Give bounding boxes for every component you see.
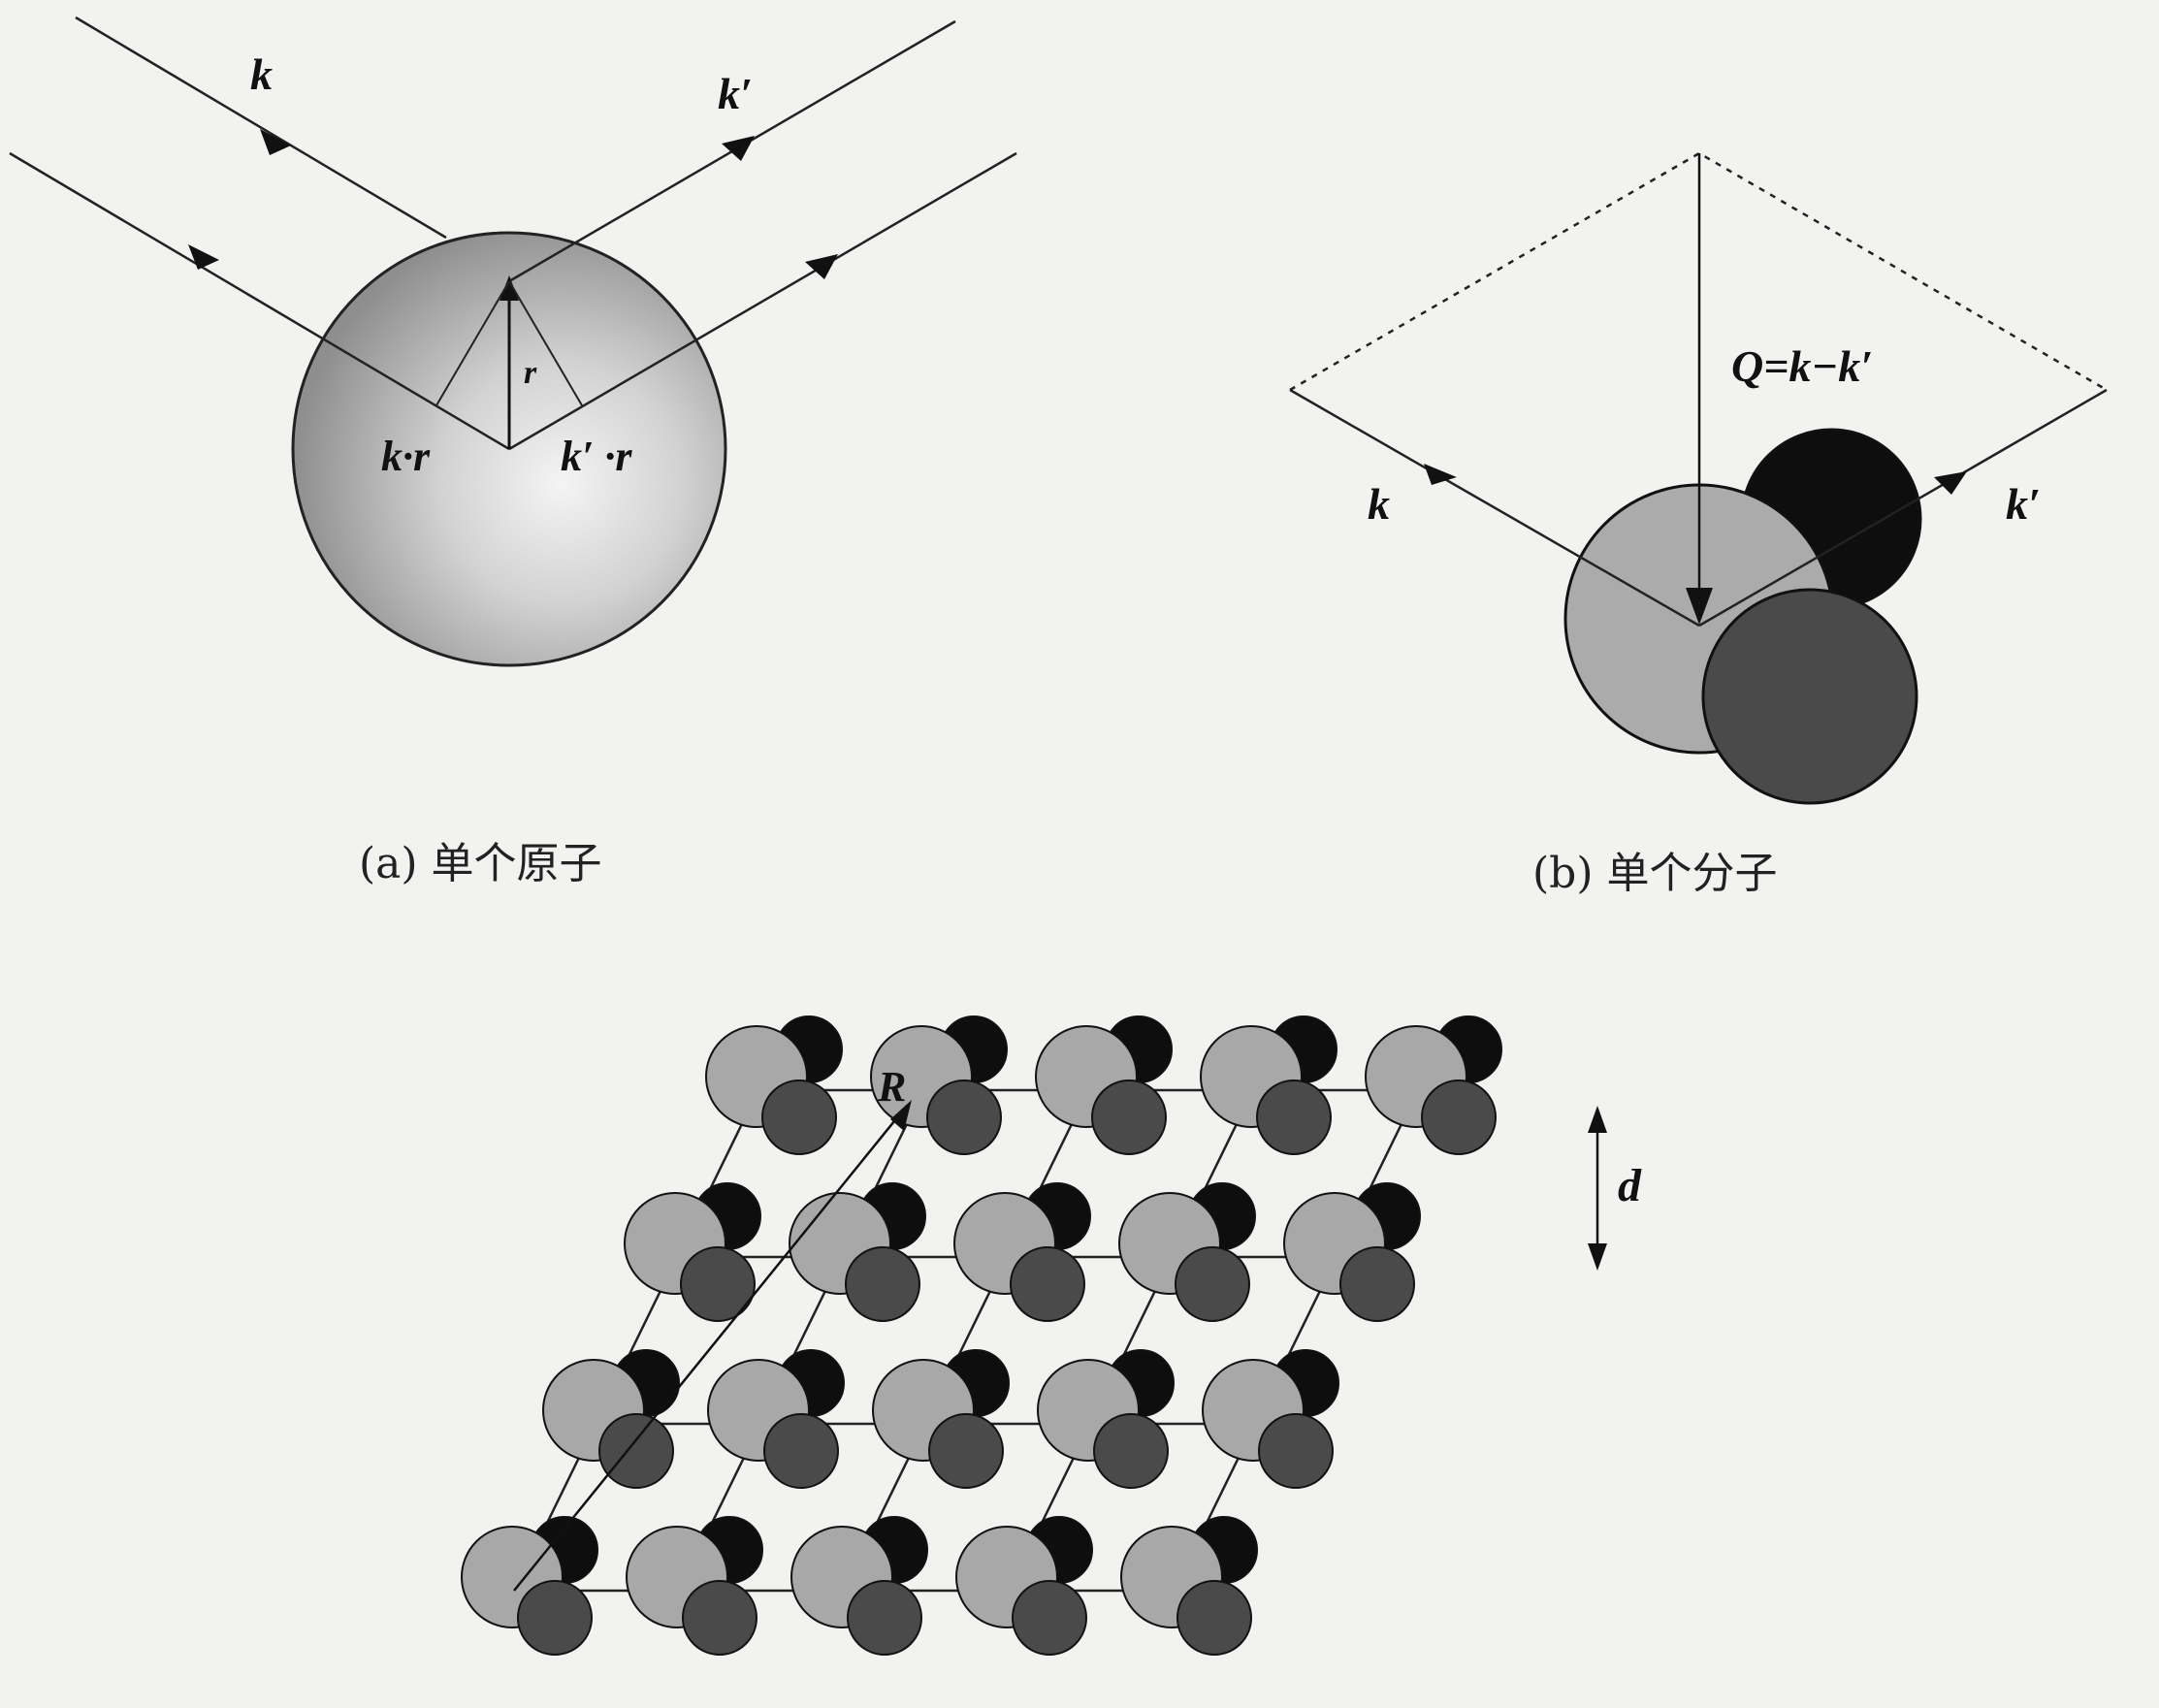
- lattice-molecule: [790, 1516, 928, 1656]
- incident-ray-upper: [75, 16, 447, 240]
- arrow-head-k-b: [1424, 464, 1457, 485]
- molecule-atom-dark: [1012, 1580, 1087, 1656]
- arrow-head-d-down: [1588, 1243, 1607, 1271]
- lattice-vector-R: [513, 1105, 908, 1592]
- molecule-atom-dark: [1010, 1246, 1085, 1322]
- arrow-head-upper-incident: [260, 129, 291, 155]
- arrow-head-upper-scattered: [722, 136, 755, 161]
- lattice-molecule: [1202, 1349, 1339, 1489]
- lattice-column-line: [1172, 1089, 1420, 1592]
- lattice-column-line: [512, 1089, 760, 1592]
- arrow-head-kprime-b: [1934, 471, 1967, 495]
- label-k-dot-r: k·r: [381, 433, 431, 480]
- panel-b-single-molecule: Q=k−k′ k k′ (b) 单个分子: [1289, 151, 2108, 898]
- projection-k-dot-r: [435, 280, 510, 406]
- arrow-head-d-up: [1588, 1106, 1607, 1133]
- molecule-atom-dark: [847, 1580, 922, 1656]
- lattice-molecule: [707, 1349, 845, 1489]
- caption-a: (a) 单个原子: [359, 839, 602, 888]
- panel-c-crystal-lattice: R d: [461, 1015, 1642, 1656]
- molecule-atom-dark: [1258, 1413, 1334, 1489]
- molecule-atom-dark: [926, 1080, 1002, 1155]
- molecule-atom-dark: [1421, 1080, 1497, 1155]
- molecule-atom-dark: [1093, 1413, 1169, 1489]
- label-Q: Q=k−k′: [1731, 341, 1873, 391]
- molecule-atom-dark: [680, 1246, 756, 1322]
- molecule-atom-dark: [1176, 1580, 1252, 1656]
- projection-kprime-dot-r: [508, 280, 583, 406]
- molecule-atom-dark: [1091, 1080, 1167, 1155]
- molecule-atom-dark: [763, 1413, 839, 1489]
- molecule-atom-dark: [598, 1413, 674, 1489]
- label-d: d: [1618, 1160, 1642, 1211]
- arrow-head-Q: [1686, 588, 1713, 625]
- scattered-ray-b: [1698, 388, 2108, 628]
- lattice-molecule: [872, 1349, 1010, 1489]
- molecule-atom-dark: [517, 1580, 593, 1656]
- lattice-molecule: [705, 1015, 843, 1155]
- lattice-grid-lines: [512, 1088, 1420, 1593]
- arrow-head-lower-scattered: [805, 254, 838, 279]
- molecule-atom-dark: [1256, 1080, 1332, 1155]
- lattice-molecule: [1200, 1015, 1337, 1155]
- molecule-atom-dark: [1339, 1246, 1415, 1322]
- molecule-atom-dark: [682, 1580, 757, 1656]
- lattice-molecule: [461, 1516, 598, 1656]
- lattice-molecule: [626, 1516, 763, 1656]
- lattice-molecule: [870, 1015, 1008, 1155]
- molecule-atom-dark: [1701, 588, 1918, 805]
- lattice-molecules: [461, 1015, 1502, 1656]
- label-k-a: k: [250, 49, 273, 99]
- lattice-molecule: [1283, 1182, 1421, 1322]
- lattice-molecule: [955, 1516, 1093, 1656]
- label-k-prime-b: k′: [2006, 479, 2041, 529]
- lattice-molecule: [542, 1349, 680, 1489]
- lattice-molecule: [789, 1182, 926, 1322]
- lattice-molecule: [1118, 1182, 1256, 1322]
- lattice-column-line: [677, 1089, 925, 1592]
- label-r: r: [524, 355, 537, 391]
- wavevector-parallelogram: [1289, 151, 2108, 392]
- molecule-atom-dark: [1175, 1246, 1250, 1322]
- molecule-atom-dark: [928, 1413, 1004, 1489]
- scattered-ray-lower: [508, 151, 1017, 451]
- lattice-column-line: [1007, 1089, 1255, 1592]
- lattice-molecule: [1035, 1015, 1173, 1155]
- arrow-head-R: [890, 1100, 912, 1131]
- lattice-molecule: [1037, 1349, 1175, 1489]
- panel-a-single-atom: k k′ r k·r k′ ·r (a) 单个原子: [9, 16, 1017, 888]
- label-k-b: k: [1368, 479, 1390, 529]
- lattice-column-line: [842, 1089, 1090, 1592]
- lattice-molecule: [953, 1182, 1091, 1322]
- label-kprime-dot-r: k′ ·r: [561, 433, 632, 480]
- molecule-atom-dark: [845, 1246, 920, 1322]
- label-R: R: [877, 1063, 906, 1111]
- molecule-atom-dark: [761, 1080, 837, 1155]
- incident-ray-b: [1289, 388, 1700, 628]
- lattice-molecule: [1365, 1015, 1502, 1155]
- caption-b: (b) 单个分子: [1532, 849, 1777, 898]
- lattice-molecule: [1120, 1516, 1258, 1656]
- arrow-head-r: [499, 275, 519, 301]
- incident-ray-lower: [9, 151, 510, 451]
- label-k-prime-a: k′: [718, 69, 753, 118]
- arrow-head-lower-incident: [188, 244, 219, 270]
- lattice-molecule: [624, 1182, 761, 1322]
